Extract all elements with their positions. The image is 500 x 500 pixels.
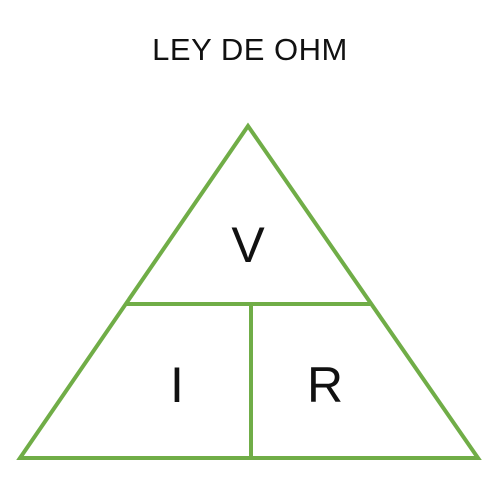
- label-voltage: V: [231, 217, 265, 273]
- diagram-title: LEY DE OHM: [152, 32, 348, 67]
- label-current: I: [170, 357, 184, 413]
- label-resistance: R: [307, 357, 343, 413]
